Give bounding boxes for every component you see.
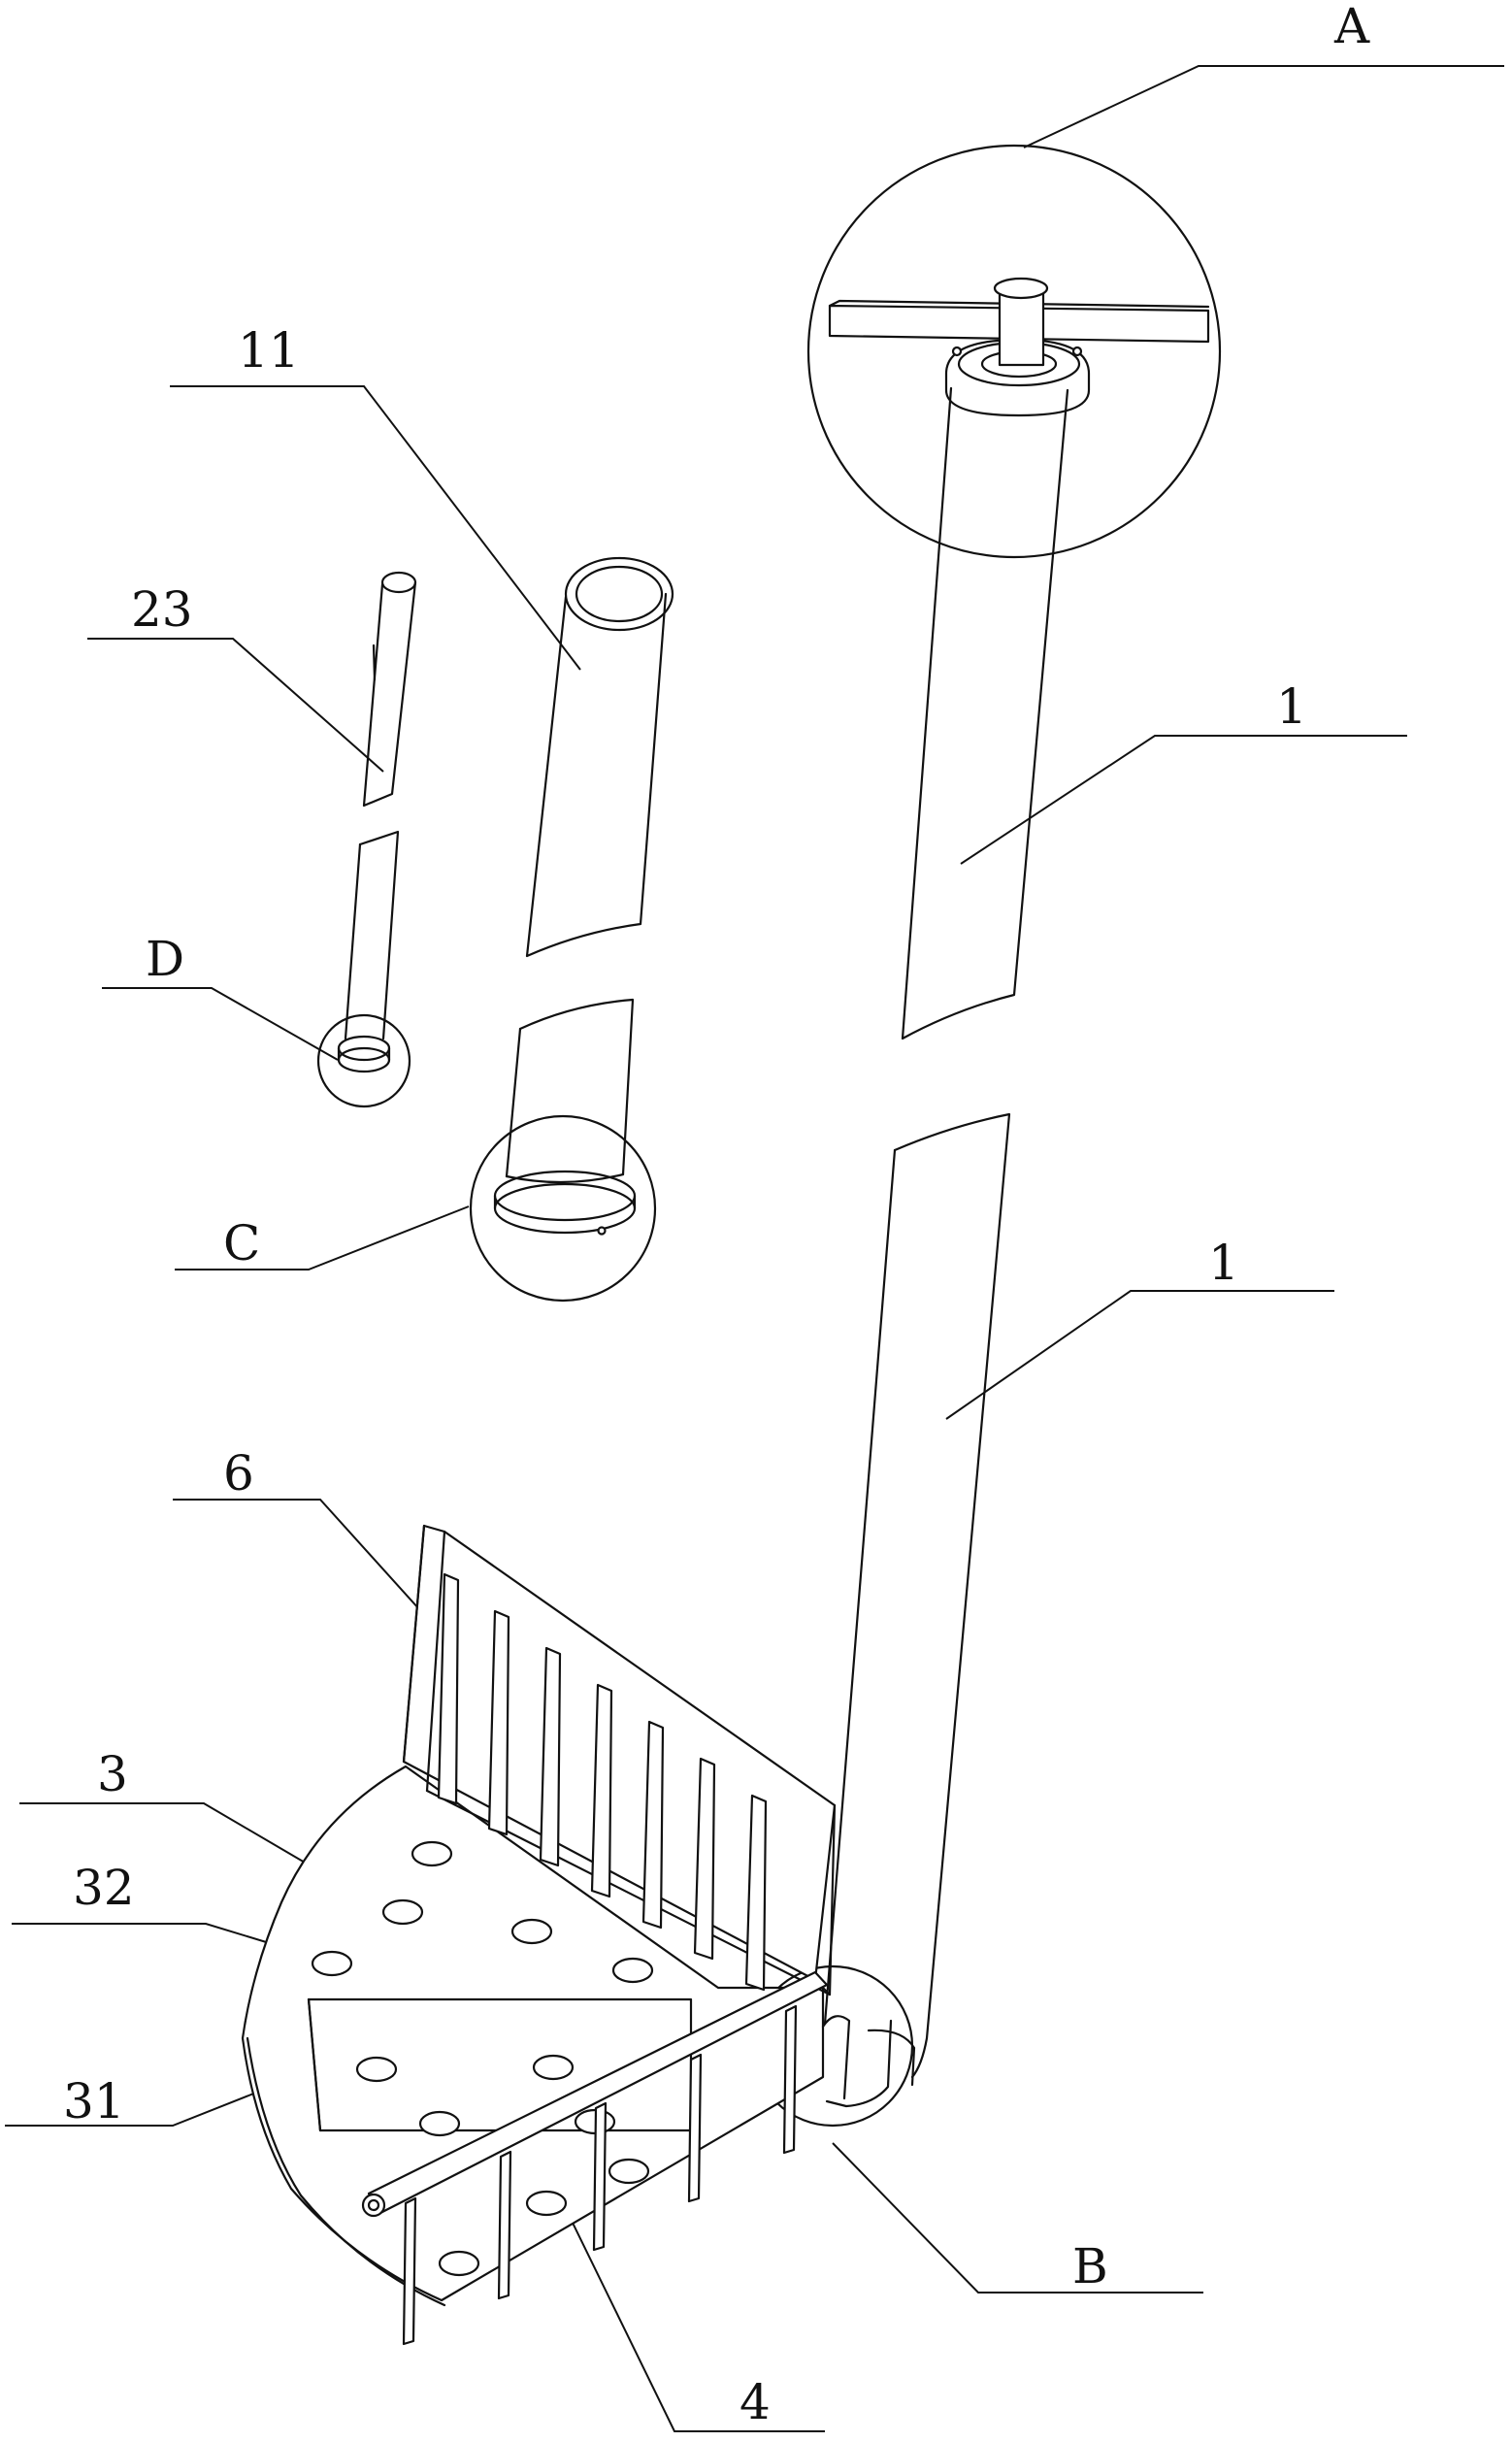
label-3: 3	[97, 1746, 128, 1802]
leader-A	[1023, 65, 1504, 148]
detail-circle-C	[469, 1114, 657, 1303]
label-1-upper: 1	[1276, 678, 1307, 735]
hinge-B	[821, 2015, 916, 2108]
leader-3	[19, 1802, 341, 1884]
handle-stem	[998, 287, 1045, 367]
leader-4	[528, 2132, 825, 2432]
detail-circle-A	[806, 144, 1222, 559]
comb-6	[402, 1524, 837, 1996]
label-11: 11	[238, 322, 300, 379]
leader-1-lower	[945, 1290, 1334, 1420]
label-B: B	[1072, 2238, 1108, 2294]
label-1-lower: 1	[1208, 1235, 1239, 1291]
handle-assembly	[828, 277, 1210, 417]
leader-11	[170, 385, 581, 671]
label-A: A	[1333, 0, 1370, 54]
label-C: C	[223, 1215, 260, 1271]
label-6: 6	[223, 1445, 254, 1502]
label-32: 32	[73, 1860, 135, 1916]
leader-B	[832, 2142, 1203, 2294]
tube-11	[493, 556, 674, 1236]
label-31: 31	[63, 2073, 125, 2129]
rod-23	[337, 571, 417, 1073]
plate-holes	[311, 1840, 654, 2277]
leader-6	[173, 1499, 420, 1610]
leader-C	[175, 1205, 470, 1270]
leader-23	[87, 638, 384, 773]
leader-1-upper	[960, 735, 1407, 865]
upper-pole	[901, 386, 1069, 1040]
lower-pole	[893, 1112, 1011, 2079]
leader-D	[102, 987, 339, 1061]
detail-circle-D	[316, 1013, 411, 1108]
label-4: 4	[740, 2374, 771, 2430]
leader-lines	[5, 65, 1504, 2432]
label-D: D	[146, 931, 184, 987]
comb-4	[361, 1970, 829, 2346]
label-23: 23	[131, 581, 193, 638]
handle-cap	[993, 277, 1049, 300]
